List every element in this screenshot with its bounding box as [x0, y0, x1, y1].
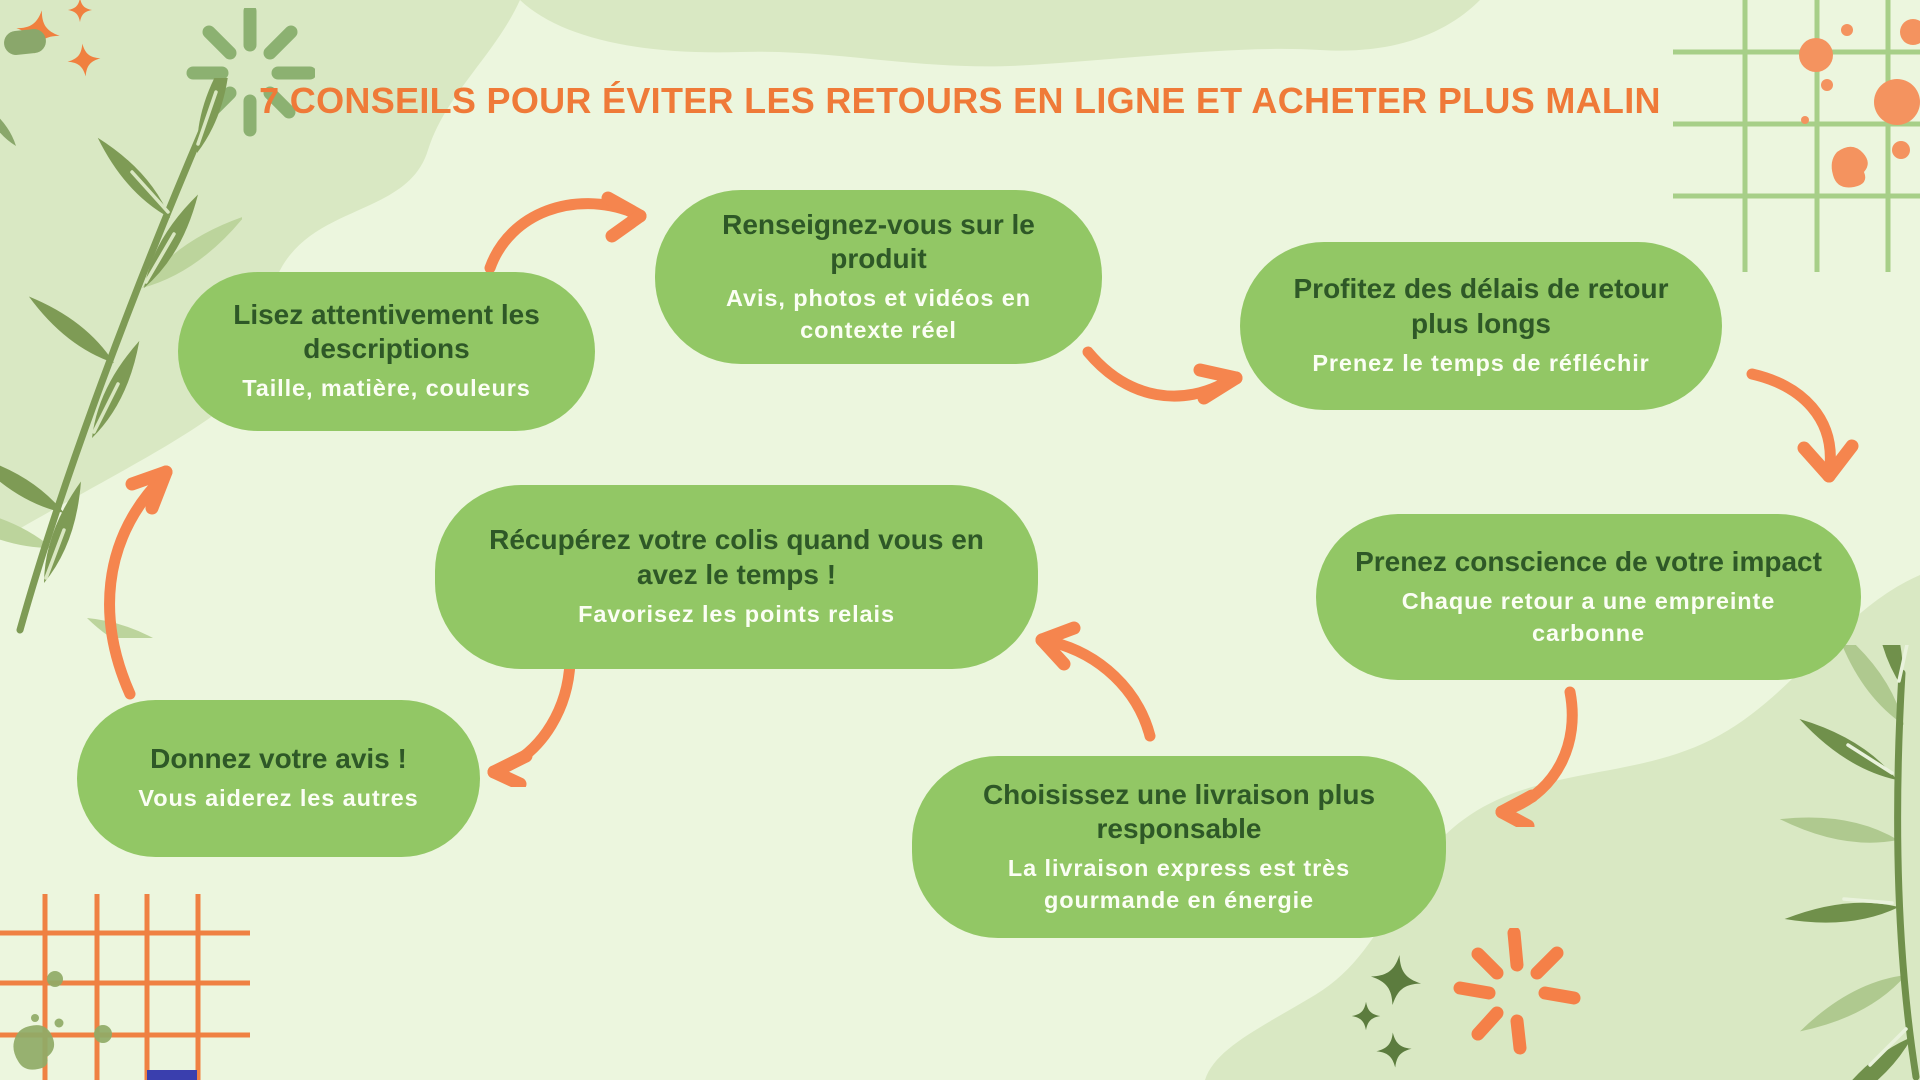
tip-bubble-4: Prenez conscience de votre impact Chaque… — [1316, 514, 1861, 680]
tip-4-subtitle: Chaque retour a une empreinte carbonne — [1401, 587, 1776, 646]
tip-2-heading: Renseignez-vous sur le produit — [722, 208, 1035, 274]
leaf-branch-icon — [1779, 645, 1920, 1080]
bottom-edge-artifact — [147, 1070, 197, 1080]
tip-1-subtitle: Taille, matière, couleurs — [242, 375, 531, 402]
curved-arrow-6-to-7-icon — [487, 656, 576, 787]
tip-bubble-6: Récupérez votre colis quand vous en avez… — [435, 485, 1038, 669]
paint-splatter-orange-icon — [1799, 19, 1920, 188]
curved-arrow-2-to-3-icon — [1082, 346, 1243, 405]
tip-2-subtitle: Avis, photos et vidéos en contexte réel — [726, 284, 1031, 343]
curved-arrow-4-to-5-icon — [1495, 686, 1578, 827]
curved-arrow-3-to-4-icon — [1746, 368, 1859, 483]
tip-7-subtitle: Vous aiderez les autres — [138, 785, 419, 812]
tip-5-heading: Choisissez une livraison plus responsabl… — [982, 778, 1376, 844]
tip-5-subtitle: La livraison express est très gourmande … — [1007, 854, 1351, 913]
tip-4-heading: Prenez conscience de votre impact — [1355, 545, 1822, 577]
sparkles-green-icon — [1351, 954, 1422, 1068]
tip-3-subtitle: Prenez le temps de réfléchir — [1312, 349, 1650, 376]
grid-orange-icon — [0, 894, 250, 1080]
tip-6-heading: Récupérez votre colis quand vous en avez… — [489, 524, 984, 590]
dots-olive-icon — [13, 971, 112, 1070]
tip-bubble-7: Donnez votre avis ! Vous aiderez les aut… — [77, 700, 480, 857]
tip-bubble-5: Choisissez une livraison plus responsabl… — [912, 756, 1446, 938]
page-title: 7 CONSEILS POUR ÉVITER LES RETOURS EN LI… — [259, 80, 1661, 121]
tip-6-subtitle: Favorisez les points relais — [578, 600, 895, 627]
tip-bubble-1: Lisez attentivement les descriptions Tai… — [178, 272, 595, 431]
curved-arrow-1-to-2-icon — [484, 191, 647, 274]
olive-dash-icon — [0, 29, 46, 146]
tip-3-heading: Profitez des délais de retour plus longs — [1293, 273, 1669, 339]
burst-orange-icon — [1453, 928, 1581, 1055]
tip-1-heading: Lisez attentivement les descriptions — [233, 298, 540, 365]
curved-arrow-5-to-6-icon — [1035, 621, 1156, 742]
tip-7-heading: Donnez votre avis ! — [150, 743, 407, 775]
curved-arrow-7-to-1-icon — [104, 465, 173, 700]
grid-green-icon — [1673, 0, 1920, 272]
tip-bubble-3: Profitez des délais de retour plus longs… — [1240, 242, 1722, 410]
tip-bubble-2: Renseignez-vous sur le produit Avis, pho… — [655, 190, 1102, 364]
